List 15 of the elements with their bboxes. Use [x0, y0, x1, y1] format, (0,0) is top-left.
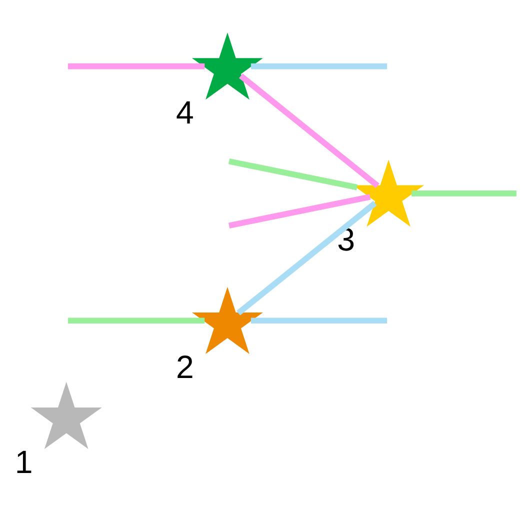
node-star — [192, 32, 263, 100]
connector — [68, 63, 205, 70]
connector — [238, 74, 380, 188]
node-label: 2 — [176, 348, 194, 385]
node-star — [30, 382, 102, 449]
connector — [250, 318, 388, 324]
connector — [228, 194, 371, 228]
connector — [412, 190, 516, 196]
connector — [228, 158, 358, 190]
connector — [250, 63, 388, 70]
node-star — [192, 286, 263, 354]
node-label: 4 — [176, 94, 194, 130]
node-label: 1 — [14, 444, 33, 480]
connector — [68, 318, 205, 324]
connector — [236, 200, 377, 316]
